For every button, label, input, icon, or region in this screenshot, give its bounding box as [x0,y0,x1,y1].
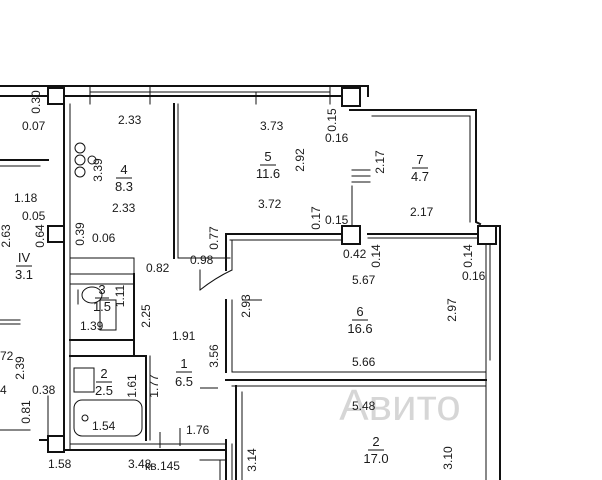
dim-label: 0.17 [309,206,323,230]
dim-label: 1.11 [113,284,127,307]
dim-label: 0.81 [19,400,33,424]
room-3-number: 3 [98,282,105,297]
dim-label: 0.14 [461,244,475,268]
dim-label: 0.15 [325,108,339,132]
room-1-number: 1 [180,356,187,371]
dim-label: 2.33 [112,201,136,215]
dim-label: 2.25 [139,304,153,328]
dim-label: 2.93 [239,294,253,318]
dim-label: 3.73 [260,119,284,133]
dim-label: 0.06 [92,231,116,245]
room-2b-area: 17.0 [363,451,388,466]
dim-label: 0.16 [325,131,349,145]
dim-label: 3.14 [245,448,259,472]
dim-label: 5.66 [352,355,376,369]
dim-label: 0.15 [325,213,349,227]
room-3-area: 1.5 [93,299,111,314]
dim-label: 3.56 [207,344,221,368]
room-7-number: 7 [416,152,423,167]
dim-label: 0.64 [33,224,47,248]
apartment-label: кв.145 [145,459,180,473]
dim-label: 1.61 [125,374,139,398]
room-6-area: 16.6 [347,321,372,336]
room-7-area: 4.7 [411,169,429,184]
room-IV-area: 3.1 [15,267,33,282]
dim-label: 1.18 [14,191,38,205]
dim-label: 0.14 [369,244,383,268]
dim-label: 0.82 [146,261,170,275]
dim-label: 3.72 [258,197,282,211]
dim-label: 0.98 [190,253,214,267]
dim-label: 2.17 [373,150,387,174]
dim-label: 5.48 [352,399,376,413]
room-1-area: 6.5 [175,374,193,389]
dim-label: 3.39 [91,158,105,182]
dim-label: 3.10 [441,446,455,470]
room-IV-number: IV [18,250,31,265]
dim-label: 0.42 [343,247,367,261]
dim-label: 4 [0,383,7,397]
dim-label: 1.54 [92,419,116,433]
room-5-number: 5 [264,149,271,164]
dim-label: 2.97 [445,298,459,322]
room-2-area: 2.5 [95,383,113,398]
dim-label: 2.92 [293,148,307,172]
dim-label: 2.33 [118,113,142,127]
room-4-area: 8.3 [115,179,133,194]
room-6-number: 6 [356,304,363,319]
room-5-area: 11.6 [256,166,280,181]
dim-label: 1.58 [48,457,72,471]
dim-label: 1.77 [147,374,161,398]
dim-label: 0.38 [32,383,56,397]
dim-label: 2.39 [13,356,27,380]
dim-label: 2.17 [410,205,434,219]
room-2b-number: 2 [372,434,379,449]
dim-label: 0.39 [73,222,87,246]
dim-label: 72 [0,349,14,363]
dim-label: 3.48 [128,457,152,471]
dim-label: 1.39 [80,319,104,333]
room-4-number: 4 [120,162,127,177]
dim-label: 0.30 [29,90,43,114]
room-2-number: 2 [100,366,107,381]
dim-label: 1.91 [172,329,196,343]
dim-label: 5.67 [352,273,376,287]
dim-label: 0.77 [207,226,221,250]
dim-label: 0.16 [462,269,486,283]
dim-label: 0.05 [22,209,46,223]
dim-label: 0.07 [22,119,46,133]
dim-label: 2.63 [0,224,13,248]
watermark: Авито [339,381,460,430]
dim-label: 1.76 [186,423,210,437]
